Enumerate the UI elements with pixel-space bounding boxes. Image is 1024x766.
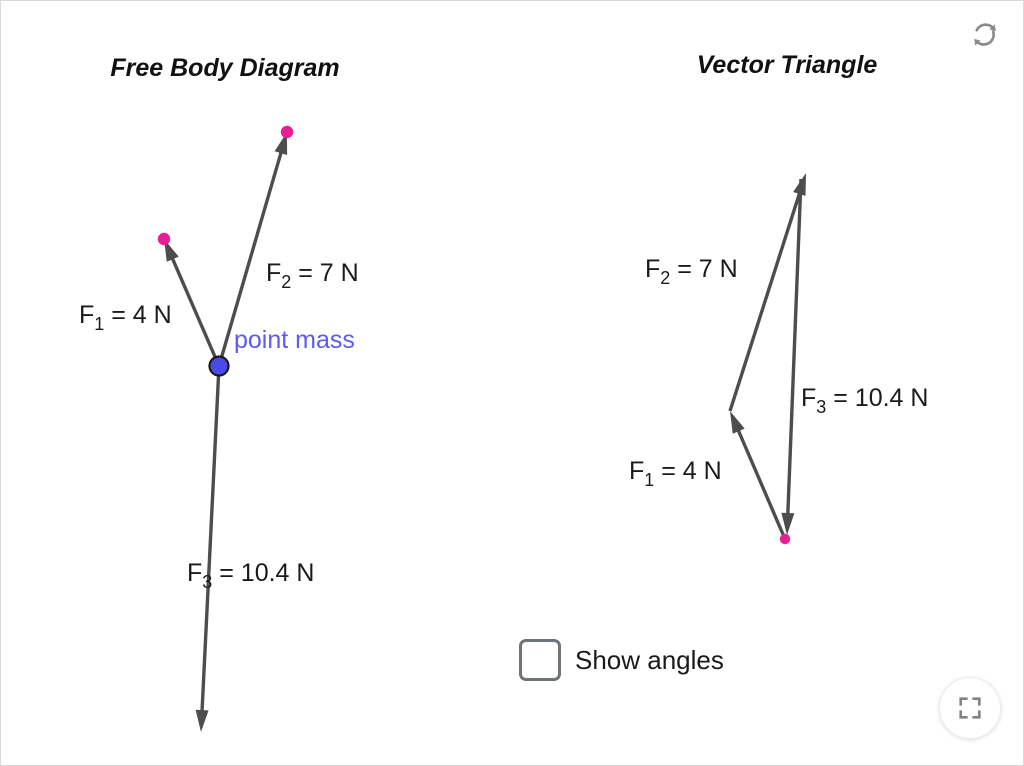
vt-F3-shaft[interactable] [786, 178, 803, 517]
fbd-F2-shaft[interactable] [217, 149, 284, 367]
fbd-F1-arrowhead [164, 239, 179, 262]
show-angles-label: Show angles [575, 644, 724, 675]
fbd-F1-shaft[interactable] [169, 255, 221, 367]
fbd-F1-endpoint-dot[interactable] [157, 232, 171, 246]
free-body-diagram-group: F1 = 4 N F2 = 7 N F3 = 10.4 N point mass [79, 125, 359, 732]
fbd-F2-endpoint-dot[interactable] [280, 125, 294, 139]
vt-F1-label: F1 = 4 N [629, 457, 722, 490]
point-mass-dot[interactable] [208, 355, 230, 377]
fbd-F3-arrowhead [195, 709, 209, 732]
fbd-F2-label: F2 = 7 N [266, 259, 359, 292]
vt-start-dot[interactable] [779, 533, 791, 545]
show-angles-checkbox[interactable]: Show angles [519, 639, 724, 681]
point-mass-label: point mass [234, 326, 355, 354]
vt-F3-arrowhead [781, 512, 795, 535]
vector-triangle-group: F1 = 4 N F2 = 7 N F3 = 10.4 N [629, 173, 928, 545]
fbd-F1-label: F1 = 4 N [79, 301, 172, 334]
vector-triangle-title: Vector Triangle [697, 51, 878, 79]
fullscreen-icon [959, 697, 981, 719]
fullscreen-button[interactable] [939, 677, 1001, 739]
fbd-F3-shaft[interactable] [200, 365, 221, 714]
free-body-diagram-title: Free Body Diagram [110, 54, 339, 82]
vt-F1-shaft[interactable] [735, 427, 787, 540]
vt-F3-label: F3 = 10.4 N [801, 384, 928, 417]
refresh-icon [974, 23, 996, 46]
fbd-F2-arrowhead [274, 132, 288, 155]
vt-F1-arrowhead [730, 411, 745, 434]
vt-F2-label: F2 = 7 N [645, 255, 738, 288]
vt-F2-shaft[interactable] [728, 190, 802, 412]
reset-button[interactable] [961, 11, 1009, 59]
checkbox-box[interactable] [519, 639, 561, 681]
fbd-F3-label: F3 = 10.4 N [187, 559, 314, 592]
